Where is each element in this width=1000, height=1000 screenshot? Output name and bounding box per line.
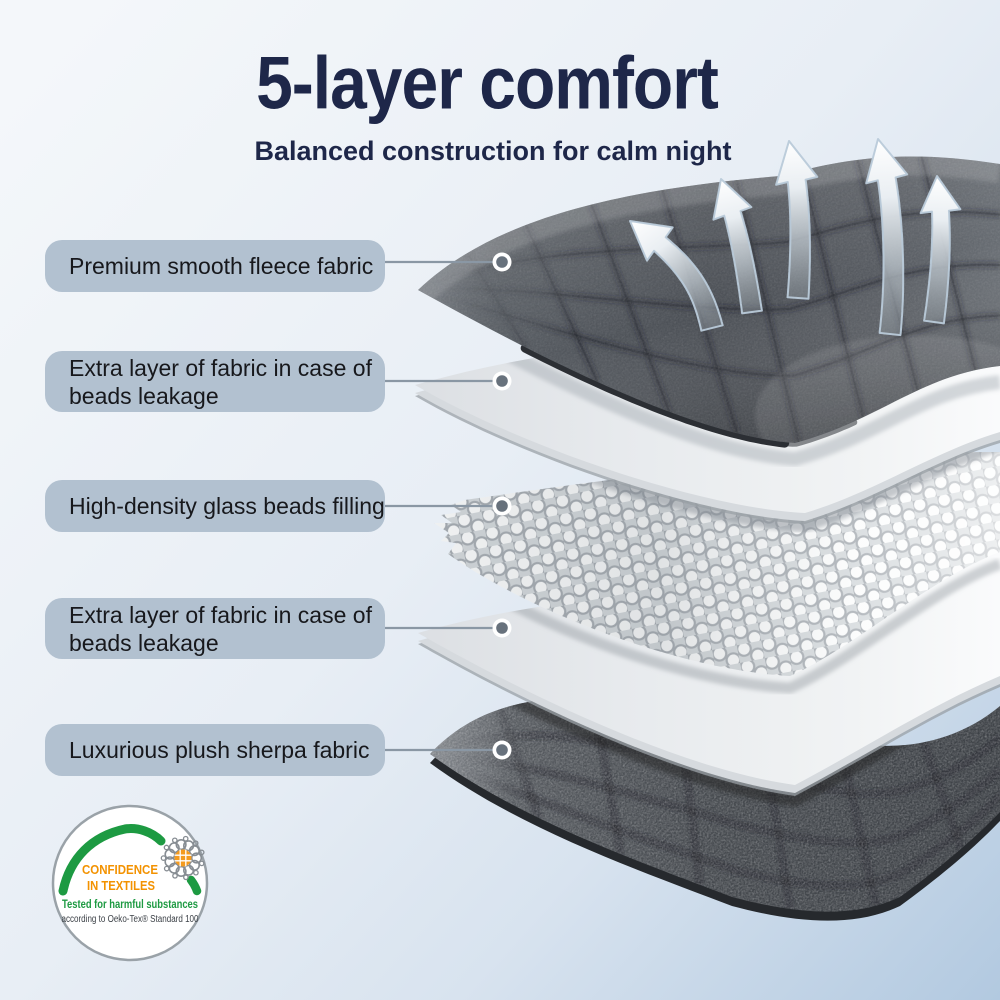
svg-text:according to Oeko-Tex® Standar: according to Oeko-Tex® Standard 100	[62, 914, 199, 925]
svg-text:Tested for harmful substances: Tested for harmful substances	[62, 899, 198, 911]
svg-text:CONFIDENCE: CONFIDENCE	[82, 863, 158, 877]
svg-text:IN TEXTILES: IN TEXTILES	[87, 879, 155, 893]
